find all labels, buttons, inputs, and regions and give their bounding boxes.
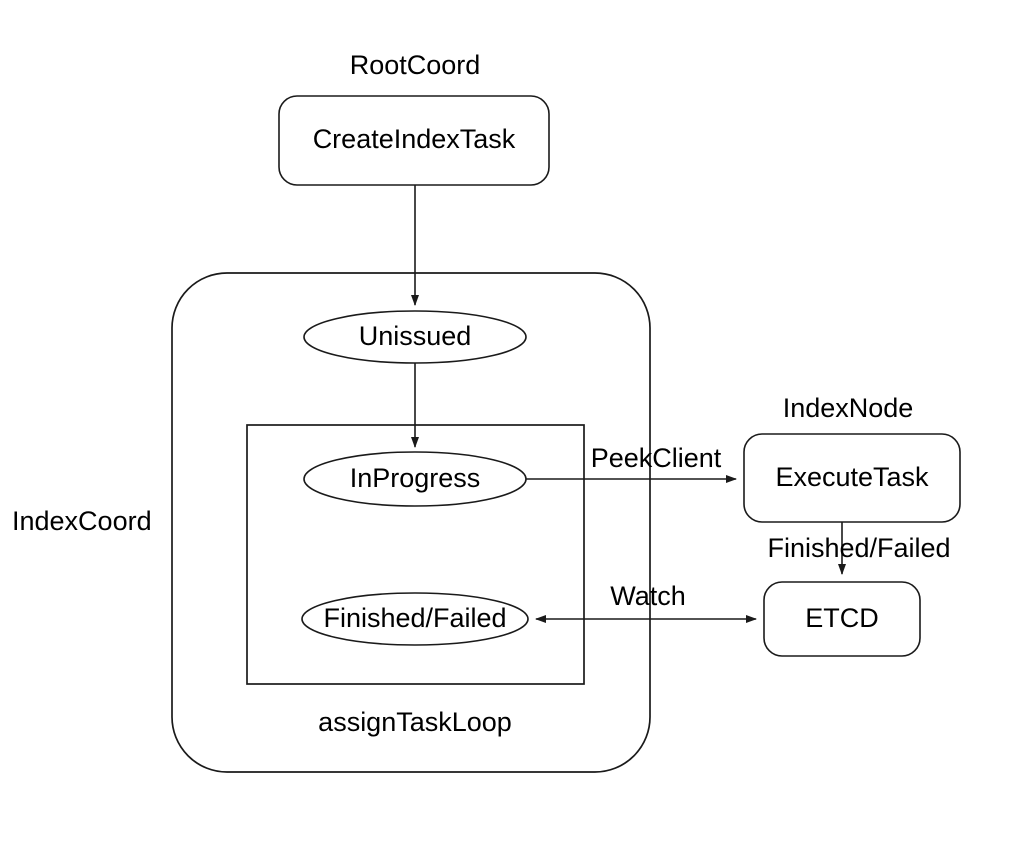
node-finished-failed-shape[interactable]	[301, 592, 529, 646]
node-finished-failed[interactable]: Finished/Failed	[301, 592, 529, 646]
node-etcd-shape[interactable]	[763, 581, 921, 657]
group-label-root-coord: RootCoord	[350, 50, 481, 80]
group-label-index-coord: IndexCoord	[12, 506, 152, 536]
node-create-index-task-label: CreateIndexTask	[313, 124, 516, 154]
node-in-progress[interactable]: InProgress	[303, 451, 527, 507]
node-etcd[interactable]: ETCD	[763, 581, 921, 657]
node-execute-task-shape[interactable]	[743, 433, 961, 523]
edge-label-finished-failed: Finished/Failed	[767, 533, 950, 563]
node-in-progress-label: InProgress	[350, 463, 481, 493]
edge-label-peek-client: PeekClient	[591, 443, 722, 473]
container-index-coord	[171, 272, 651, 773]
node-create-index-task-shape[interactable]	[278, 95, 550, 186]
node-finished-failed-label: Finished/Failed	[323, 603, 506, 633]
node-unissued[interactable]: Unissued	[303, 310, 527, 364]
node-in-progress-shape[interactable]	[303, 451, 527, 507]
node-execute-task[interactable]: ExecuteTask	[743, 433, 961, 523]
node-unissued-shape[interactable]	[303, 310, 527, 364]
node-unissued-label: Unissued	[359, 321, 472, 351]
node-create-index-task[interactable]: CreateIndexTask	[278, 95, 550, 186]
edge-label-watch: Watch	[610, 581, 686, 611]
node-etcd-label: ETCD	[805, 603, 879, 633]
group-label-index-node: IndexNode	[783, 393, 914, 423]
node-execute-task-label: ExecuteTask	[775, 462, 929, 492]
group-label-assign-task-loop: assignTaskLoop	[318, 707, 512, 737]
